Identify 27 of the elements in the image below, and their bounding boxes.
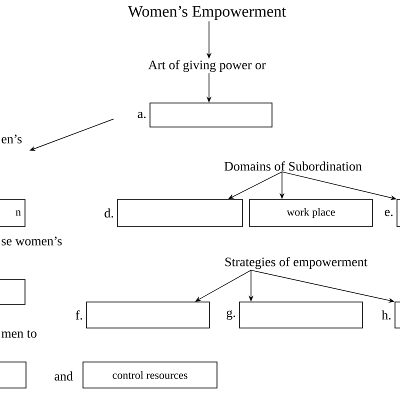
answer-box: [86, 302, 210, 328]
item-letter: d.: [104, 208, 114, 218]
item-letter: f.: [76, 310, 82, 320]
heading-text: Strategies of empowerment: [225, 257, 368, 269]
answer-box: [394, 302, 400, 328]
text-fragment: men to: [1, 330, 36, 338]
item-letter: e.: [384, 210, 393, 216]
answer-box: [150, 102, 272, 128]
item-letter: g.: [226, 310, 236, 320]
arrow: [228, 172, 282, 200]
item-letter: h.: [382, 310, 391, 320]
text-fragment: en’s: [2, 134, 22, 144]
heading-text: Art of giving power or: [148, 60, 266, 72]
item-letter: a.: [138, 112, 146, 118]
text-fragment: and: [54, 371, 73, 381]
heading-text: Women’s Empowerment: [128, 6, 286, 20]
text-box: work place: [249, 199, 373, 227]
arrow: [195, 270, 252, 302]
answer-box: [0, 279, 26, 305]
heading-text: Domains of Subordination: [224, 161, 362, 171]
answer-box: [117, 199, 243, 227]
answer-box: [239, 302, 363, 328]
answer-box: [0, 362, 26, 388]
answer-box: [396, 199, 400, 227]
text-box: control resources: [82, 362, 218, 388]
text-box: n: [0, 199, 26, 227]
text-fragment: se women’s: [2, 236, 62, 246]
